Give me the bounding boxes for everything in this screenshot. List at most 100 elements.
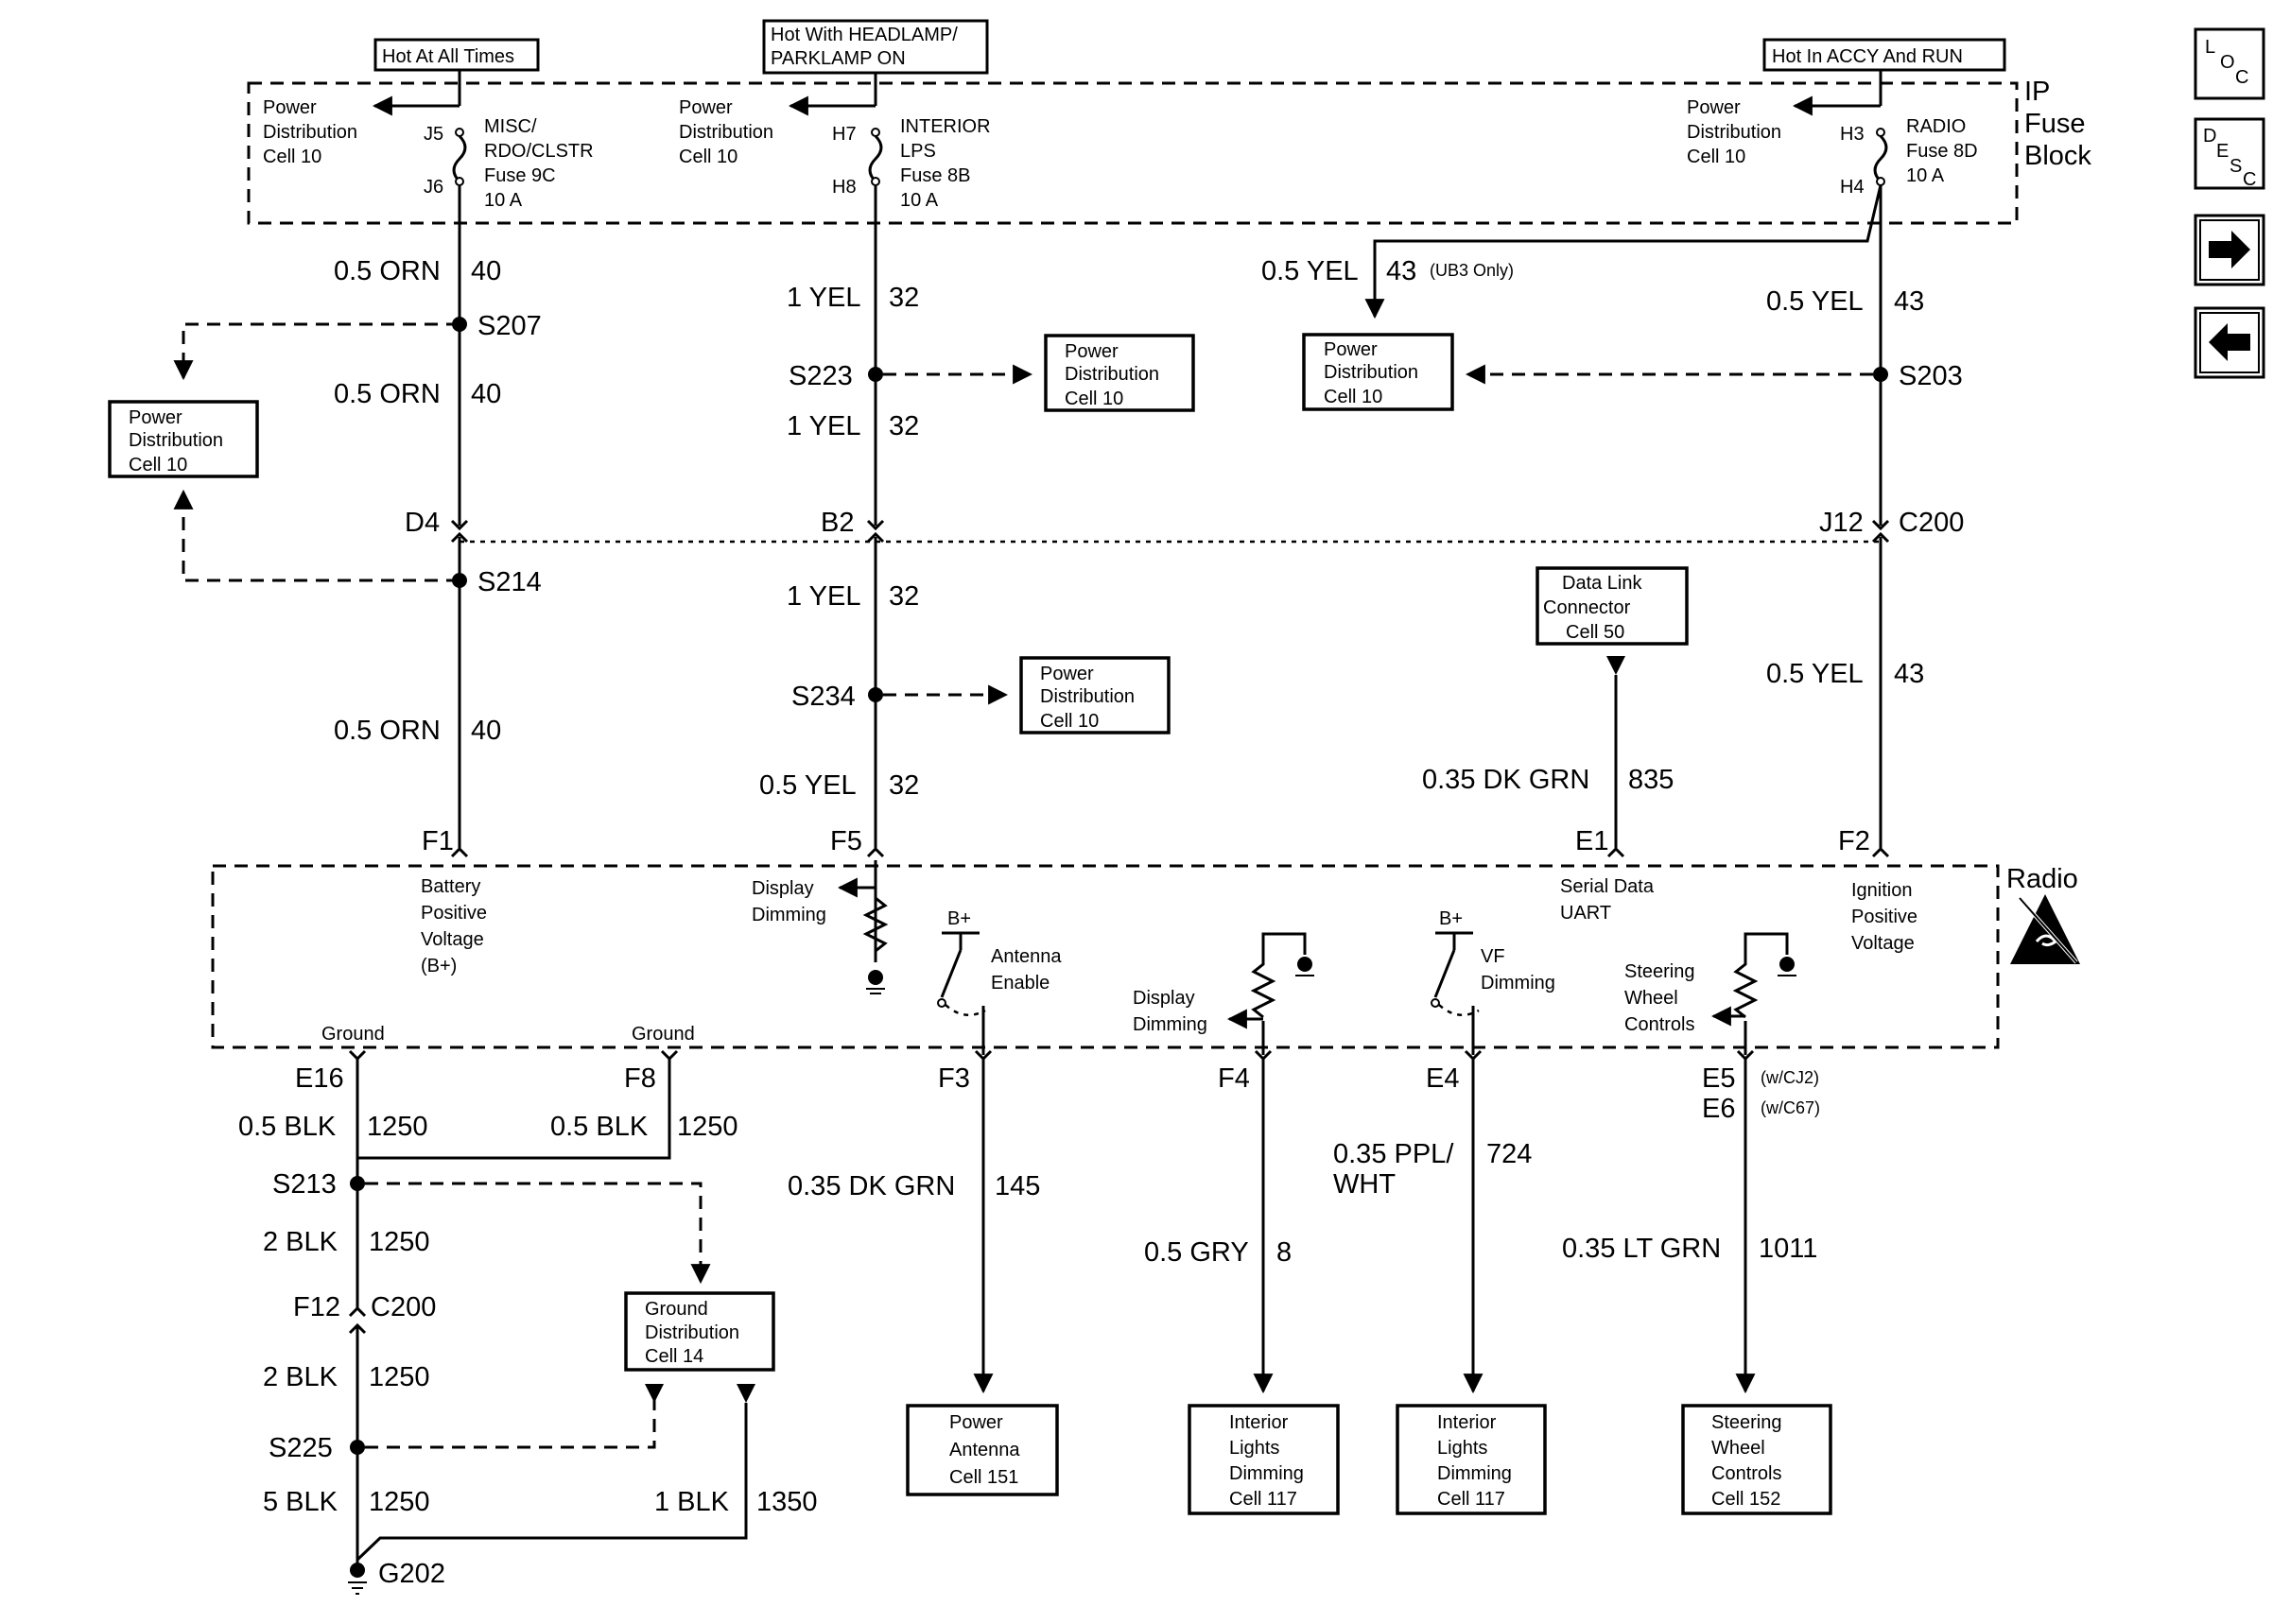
svg-text:Cell 10: Cell 10 xyxy=(263,147,321,167)
svg-text:Wheel: Wheel xyxy=(1624,988,1678,1009)
svg-text:1 BLK: 1 BLK xyxy=(654,1487,730,1517)
svg-text:Distribution: Distribution xyxy=(1040,686,1135,707)
svg-text:40: 40 xyxy=(471,256,501,286)
svg-text:MISC/: MISC/ xyxy=(484,116,537,137)
svg-text:32: 32 xyxy=(889,411,919,441)
svg-text:S: S xyxy=(2230,156,2242,177)
svg-text:Positive: Positive xyxy=(1851,907,1917,927)
radio-serial-data-label: Serial Data UART xyxy=(1560,876,1655,924)
svg-text:0.5 YEL: 0.5 YEL xyxy=(759,770,857,801)
svg-text:(w/C67): (w/C67) xyxy=(1761,1098,1820,1117)
svg-text:INTERIOR: INTERIOR xyxy=(900,116,991,137)
previous-page-button[interactable] xyxy=(2194,306,2265,379)
svg-text:S213: S213 xyxy=(272,1169,337,1200)
svg-text:0.5 YEL: 0.5 YEL xyxy=(1766,659,1864,689)
svg-text:0.5 BLK: 0.5 BLK xyxy=(550,1112,649,1142)
radio-ignition-label: Ignition Positive Voltage xyxy=(1851,880,1917,954)
ground-distribution-box[interactable]: Ground Distribution Cell 14 xyxy=(624,1291,775,1372)
svg-text:Dimming: Dimming xyxy=(1437,1463,1512,1484)
svg-text:S214: S214 xyxy=(477,567,542,597)
svg-text:0.35 PPL/: 0.35 PPL/ xyxy=(1333,1139,1454,1169)
svg-text:1250: 1250 xyxy=(369,1487,430,1517)
steering-wheel-controls-box[interactable]: Steering Wheel Controls Cell 152 xyxy=(1681,1404,1832,1515)
svg-text:Dimming: Dimming xyxy=(1229,1463,1304,1484)
radio-antenna-enable: B+ Antenna Enable xyxy=(937,908,1062,1055)
description-button[interactable]: D E S C xyxy=(2194,117,2265,190)
splice-s203: S203 xyxy=(1465,361,1963,391)
svg-text:Cell 152: Cell 152 xyxy=(1711,1489,1780,1510)
splice-s225: S225 xyxy=(269,1384,664,1463)
svg-text:J12: J12 xyxy=(1819,508,1864,538)
data-link-connector-box[interactable]: Data Link Connector Cell 50 xyxy=(1536,566,1689,646)
svg-text:Distribution: Distribution xyxy=(1065,364,1159,385)
svg-text:Controls: Controls xyxy=(1624,1014,1694,1035)
circuit-145: 0.35 DK GRN 145 xyxy=(788,1059,1040,1394)
svg-text:S223: S223 xyxy=(789,361,853,391)
svg-text:Cell 10: Cell 10 xyxy=(129,455,187,475)
svg-text:40: 40 xyxy=(471,716,501,746)
circuit-43-yel: 0.5 YEL 43 0.5 YEL 43 xyxy=(1766,185,1924,848)
svg-text:Power: Power xyxy=(1687,97,1741,118)
radio-batt-label: Battery Positive Voltage (B+) xyxy=(421,876,487,976)
svg-text:(UB3 Only): (UB3 Only) xyxy=(1430,261,1514,280)
svg-text:Power: Power xyxy=(129,407,182,428)
svg-text:Fuse: Fuse xyxy=(2024,109,2085,139)
svg-text:Cell 10: Cell 10 xyxy=(1040,711,1099,732)
svg-text:LPS: LPS xyxy=(900,141,936,162)
svg-text:2 BLK: 2 BLK xyxy=(263,1227,338,1257)
radio-outline xyxy=(211,864,2000,1049)
svg-text:F4: F4 xyxy=(1218,1063,1250,1094)
svg-text:Ground: Ground xyxy=(632,1024,695,1045)
svg-text:S234: S234 xyxy=(791,682,856,712)
c200-connector-row: D4 B2 J12 C200 xyxy=(405,508,1964,544)
svg-text:0.5 GRY: 0.5 GRY xyxy=(1144,1237,1249,1268)
esd-sensitive-icon xyxy=(2010,894,2080,964)
svg-text:0.5 ORN: 0.5 ORN xyxy=(334,716,441,746)
svg-text:VF: VF xyxy=(1481,946,1505,967)
radio-bottom-connectors: E16 F8 F3 F4 E4 E5 E6 (w/CJ2) (w/C67) xyxy=(295,1049,1820,1124)
svg-text:Hot In ACCY And RUN: Hot In ACCY And RUN xyxy=(1772,46,1963,67)
interior-lights-box-1[interactable]: Interior Lights Dimming Cell 117 xyxy=(1188,1404,1340,1515)
fuse-8d: Power Distribution Cell 10 H3 H4 RADIO F… xyxy=(1687,70,1978,198)
next-page-button[interactable] xyxy=(2194,214,2265,286)
svg-text:0.5 ORN: 0.5 ORN xyxy=(334,256,441,286)
arrow-right-icon xyxy=(2209,231,2250,268)
power-distribution-box-s234[interactable]: Power Distribution Cell 10 xyxy=(1019,656,1171,734)
svg-text:S203: S203 xyxy=(1899,361,1963,391)
svg-text:PARKLAMP ON: PARKLAMP ON xyxy=(771,48,906,69)
location-button[interactable]: L O C xyxy=(2194,27,2265,100)
svg-text:32: 32 xyxy=(889,283,919,313)
svg-text:WHT: WHT xyxy=(1333,1169,1396,1200)
svg-text:Enable: Enable xyxy=(991,973,1050,993)
svg-text:C: C xyxy=(2235,67,2248,88)
radio-display-dimming-bottom: Display Dimming xyxy=(1133,932,1314,1055)
interior-lights-box-2[interactable]: Interior Lights Dimming Cell 117 xyxy=(1396,1404,1547,1515)
svg-text:Lights: Lights xyxy=(1437,1438,1487,1459)
svg-text:1350: 1350 xyxy=(756,1487,818,1517)
svg-text:E6: E6 xyxy=(1702,1094,1735,1124)
svg-text:10 A: 10 A xyxy=(484,190,523,211)
power-distribution-box-right[interactable]: Power Distribution Cell 10 xyxy=(1302,333,1454,411)
splice-s214: S214 xyxy=(173,489,542,597)
svg-text:1 YEL: 1 YEL xyxy=(787,581,860,612)
svg-text:32: 32 xyxy=(889,770,919,801)
svg-text:H7: H7 xyxy=(832,124,857,145)
svg-text:Antenna: Antenna xyxy=(949,1440,1020,1460)
svg-text:Display: Display xyxy=(752,878,814,899)
power-distribution-box-left[interactable]: Power Distribution Cell 10 xyxy=(108,400,259,478)
svg-text:D: D xyxy=(2203,126,2216,147)
svg-text:F5: F5 xyxy=(830,826,862,856)
svg-text:Hot At All Times: Hot At All Times xyxy=(382,46,514,67)
power-antenna-box[interactable]: Power Antenna Cell 151 xyxy=(906,1404,1059,1496)
hot-in-accy-run-label: Hot In ACCY And RUN xyxy=(1762,38,2006,72)
power-distribution-box-s223[interactable]: Power Distribution Cell 10 xyxy=(1044,334,1195,412)
svg-text:F12: F12 xyxy=(293,1292,340,1322)
svg-text:Battery: Battery xyxy=(421,876,480,897)
svg-text:G202: G202 xyxy=(378,1559,445,1589)
svg-text:B+: B+ xyxy=(947,908,971,929)
svg-text:Cell 10: Cell 10 xyxy=(1324,387,1382,407)
circuit-1011: 0.35 LT GRN 1011 xyxy=(1562,1059,1817,1394)
svg-text:O: O xyxy=(2220,52,2235,73)
svg-text:J5: J5 xyxy=(424,124,443,145)
